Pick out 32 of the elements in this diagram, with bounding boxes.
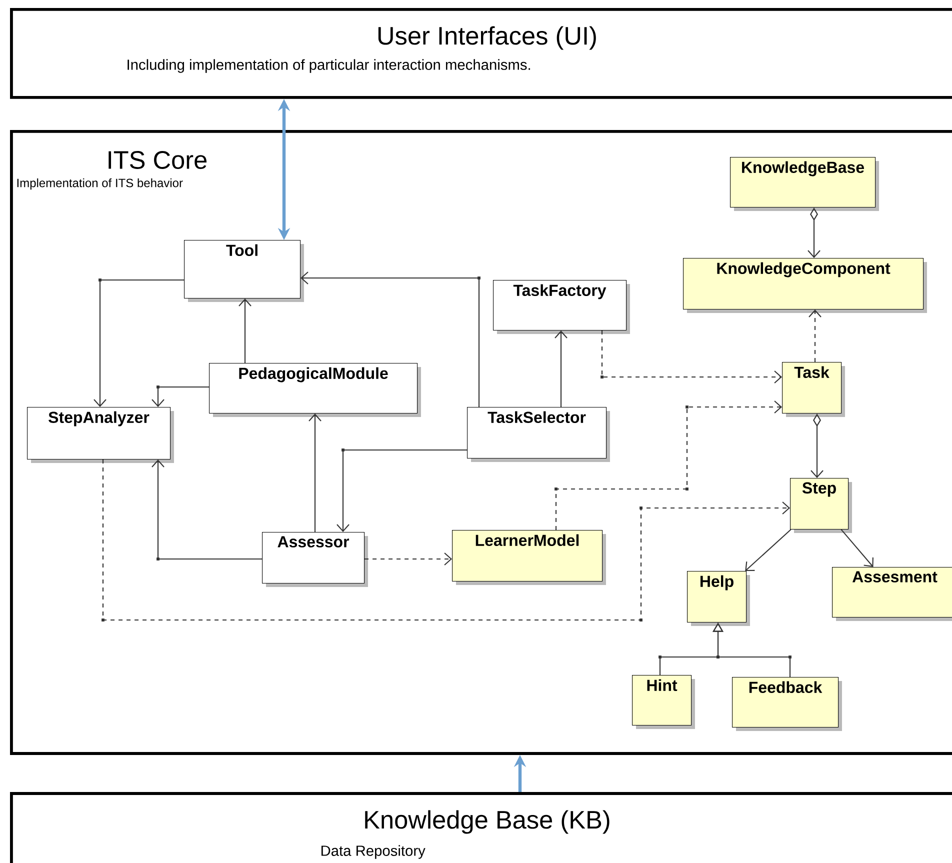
class-box: Tool (184, 240, 304, 302)
arrow (102, 460, 790, 622)
arrow (152, 386, 209, 407)
class-box: Hint (632, 675, 695, 729)
arrow (308, 414, 322, 532)
interface-layer-box: User Interfaces (UI) Including implementation of particular interaction mechanisms. (10, 8, 952, 99)
arrow (336, 448, 467, 532)
repository-layer-box: Knowledge Base (KB) Data Repository (10, 792, 952, 863)
class-box: KnowledgeComponent (683, 258, 928, 313)
arrow (808, 310, 822, 362)
class-box: TaskFactory (493, 280, 630, 334)
class-box: Step (790, 478, 852, 533)
class-box: KnowledgeBase (730, 157, 880, 211)
class-box: LearnerModel (452, 530, 606, 585)
class-box: PedagogicalModule (209, 363, 421, 417)
class-box: Assessor (262, 532, 368, 587)
class-box: Task (782, 362, 846, 417)
class-box: Feedback (732, 677, 842, 731)
class-box: StepAnalyzer (27, 407, 174, 463)
arrow (554, 400, 782, 530)
class-box: TaskSelector (467, 407, 610, 462)
arrow (152, 460, 262, 560)
arrow (554, 330, 568, 407)
class-box: Assesment (832, 567, 952, 621)
arrow (238, 298, 252, 363)
arrow (840, 529, 874, 567)
class-box: Help (687, 571, 750, 626)
arrow (300, 272, 480, 407)
arrow (600, 330, 782, 384)
arrow (364, 552, 452, 566)
arrow (745, 529, 792, 571)
arrow (94, 278, 184, 407)
